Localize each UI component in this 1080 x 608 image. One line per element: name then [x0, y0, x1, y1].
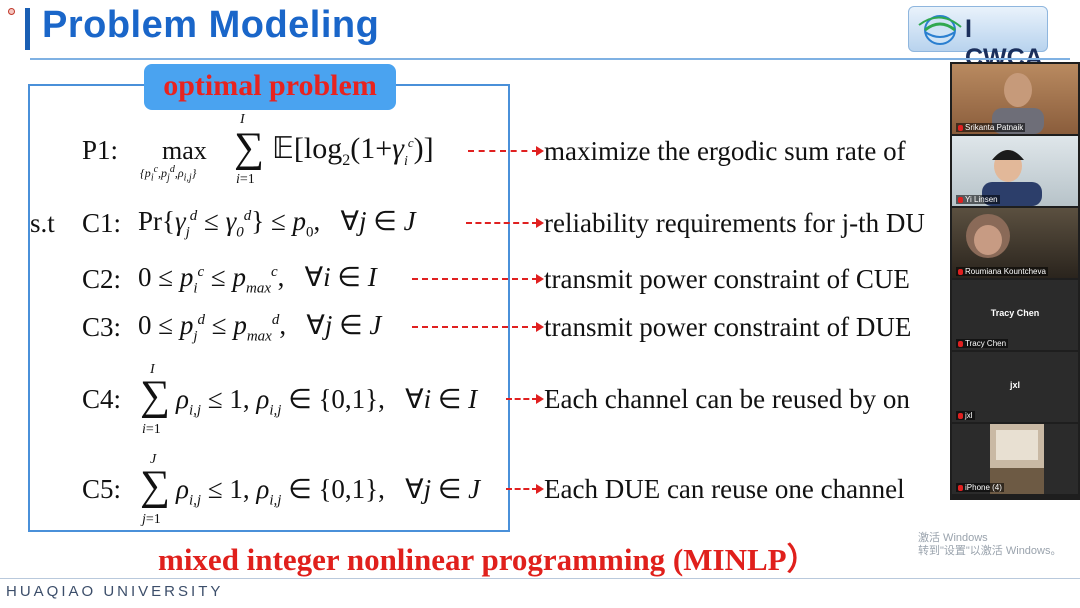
footer-divider: [0, 578, 1080, 579]
windows-activation-watermark: 激活 Windows 转到"设置"以激活 Windows。: [918, 532, 1062, 557]
participant-tile[interactable]: Tracy Chen Tracy Chen: [952, 280, 1078, 350]
participant-video: [990, 424, 1044, 494]
p1-description: maximize the ergodic sum rate of: [544, 136, 906, 166]
participant-video: [966, 214, 1010, 258]
mic-muted-icon: [958, 412, 963, 419]
title-accent-bar: [25, 8, 30, 50]
participant-tile[interactable]: Yi Linsen: [952, 136, 1078, 206]
recording-indicator-icon: [8, 8, 15, 15]
c5-description: Each DUE can reuse one channel: [544, 474, 905, 504]
c5-expression: ρi,j ≤ 1, ρi,j ∈ {0,1}, ∀j ∈ J: [176, 474, 481, 509]
c2-arrow: [412, 274, 544, 284]
st-label: s.t: [30, 208, 55, 238]
c3-description: transmit power constraint of DUE: [544, 312, 912, 342]
p1-max-subscript: {pic,pjd,ρi,j}: [140, 164, 197, 184]
c3-expression: 0 ≤ pjd ≤ pmaxd, ∀j ∈ J: [138, 310, 382, 345]
c1-expression: Pr{γjd ≤ γ0d} ≤ p0, ∀j ∈ J: [138, 206, 416, 241]
mic-muted-icon: [958, 268, 963, 275]
p1-expression: 𝔼[log2(1+γic)]: [272, 132, 434, 169]
c5-sum-lower: j=1: [142, 512, 161, 527]
c1-arrow: [466, 218, 544, 228]
c3-label: C3:: [82, 312, 122, 342]
c4-description: Each channel can be reused by on: [544, 384, 910, 414]
p1-arrow: [468, 146, 544, 156]
c2-expression: 0 ≤ pic ≤ pmaxc, ∀i ∈ I: [138, 262, 377, 297]
c4-sum-symbol: ∑: [140, 373, 170, 419]
participants-panel[interactable]: Srikanta Patnaik Yi Linsen Roumiana Koun…: [950, 62, 1080, 500]
c1-description: reliability requirements for j-th DU: [544, 208, 925, 238]
c4-sum-upper: I: [150, 362, 155, 377]
participant-tile[interactable]: Srikanta Patnaik: [952, 64, 1078, 134]
c5-arrow: [506, 484, 544, 494]
c5-sum-upper: J: [150, 452, 157, 467]
p1-sum-lower: i=1: [236, 172, 255, 187]
c2-description: transmit power constraint of CUE: [544, 264, 910, 294]
c3-arrow: [412, 322, 544, 332]
mic-muted-icon: [958, 124, 963, 131]
participant-tile[interactable]: jxl jxl: [952, 352, 1078, 422]
p1-max: max: [162, 136, 207, 165]
c1-label: C1:: [82, 208, 122, 238]
p1-sum-symbol: ∑: [234, 125, 264, 171]
c4-expression: ρi,j ≤ 1, ρi,j ∈ {0,1}, ∀i ∈ I: [176, 384, 478, 419]
c4-sum-lower: i=1: [142, 422, 161, 437]
c2-label: C2:: [82, 264, 122, 294]
header-divider: [30, 58, 1070, 60]
minlp-caption: mixed integer nonlinear programming (MIN…: [158, 542, 818, 577]
globe-icon: [918, 15, 962, 45]
c5-sum-symbol: ∑: [140, 463, 170, 509]
p1-sum-upper: I: [240, 112, 245, 127]
c4-arrow: [506, 394, 544, 404]
university-name: HUAQIAO UNIVERSITY: [6, 583, 224, 600]
mic-muted-icon: [958, 196, 963, 203]
p1-label: P1:: [82, 135, 119, 165]
c5-label: C5:: [82, 474, 122, 504]
mic-muted-icon: [958, 484, 963, 491]
c4-label: C4:: [82, 384, 122, 414]
mic-muted-icon: [958, 340, 963, 347]
participant-tile[interactable]: iPhone (4): [952, 424, 1078, 494]
optimal-problem-label: optimal problem: [144, 64, 396, 110]
participant-tile[interactable]: Roumiana Kountcheva: [952, 208, 1078, 278]
icwca-logo: I CWCA: [908, 6, 1048, 72]
participant-display-name: Tracy Chen: [990, 308, 1040, 318]
participant-display-name: jxl: [1009, 380, 1020, 390]
slide-title: Problem Modeling: [42, 4, 380, 46]
